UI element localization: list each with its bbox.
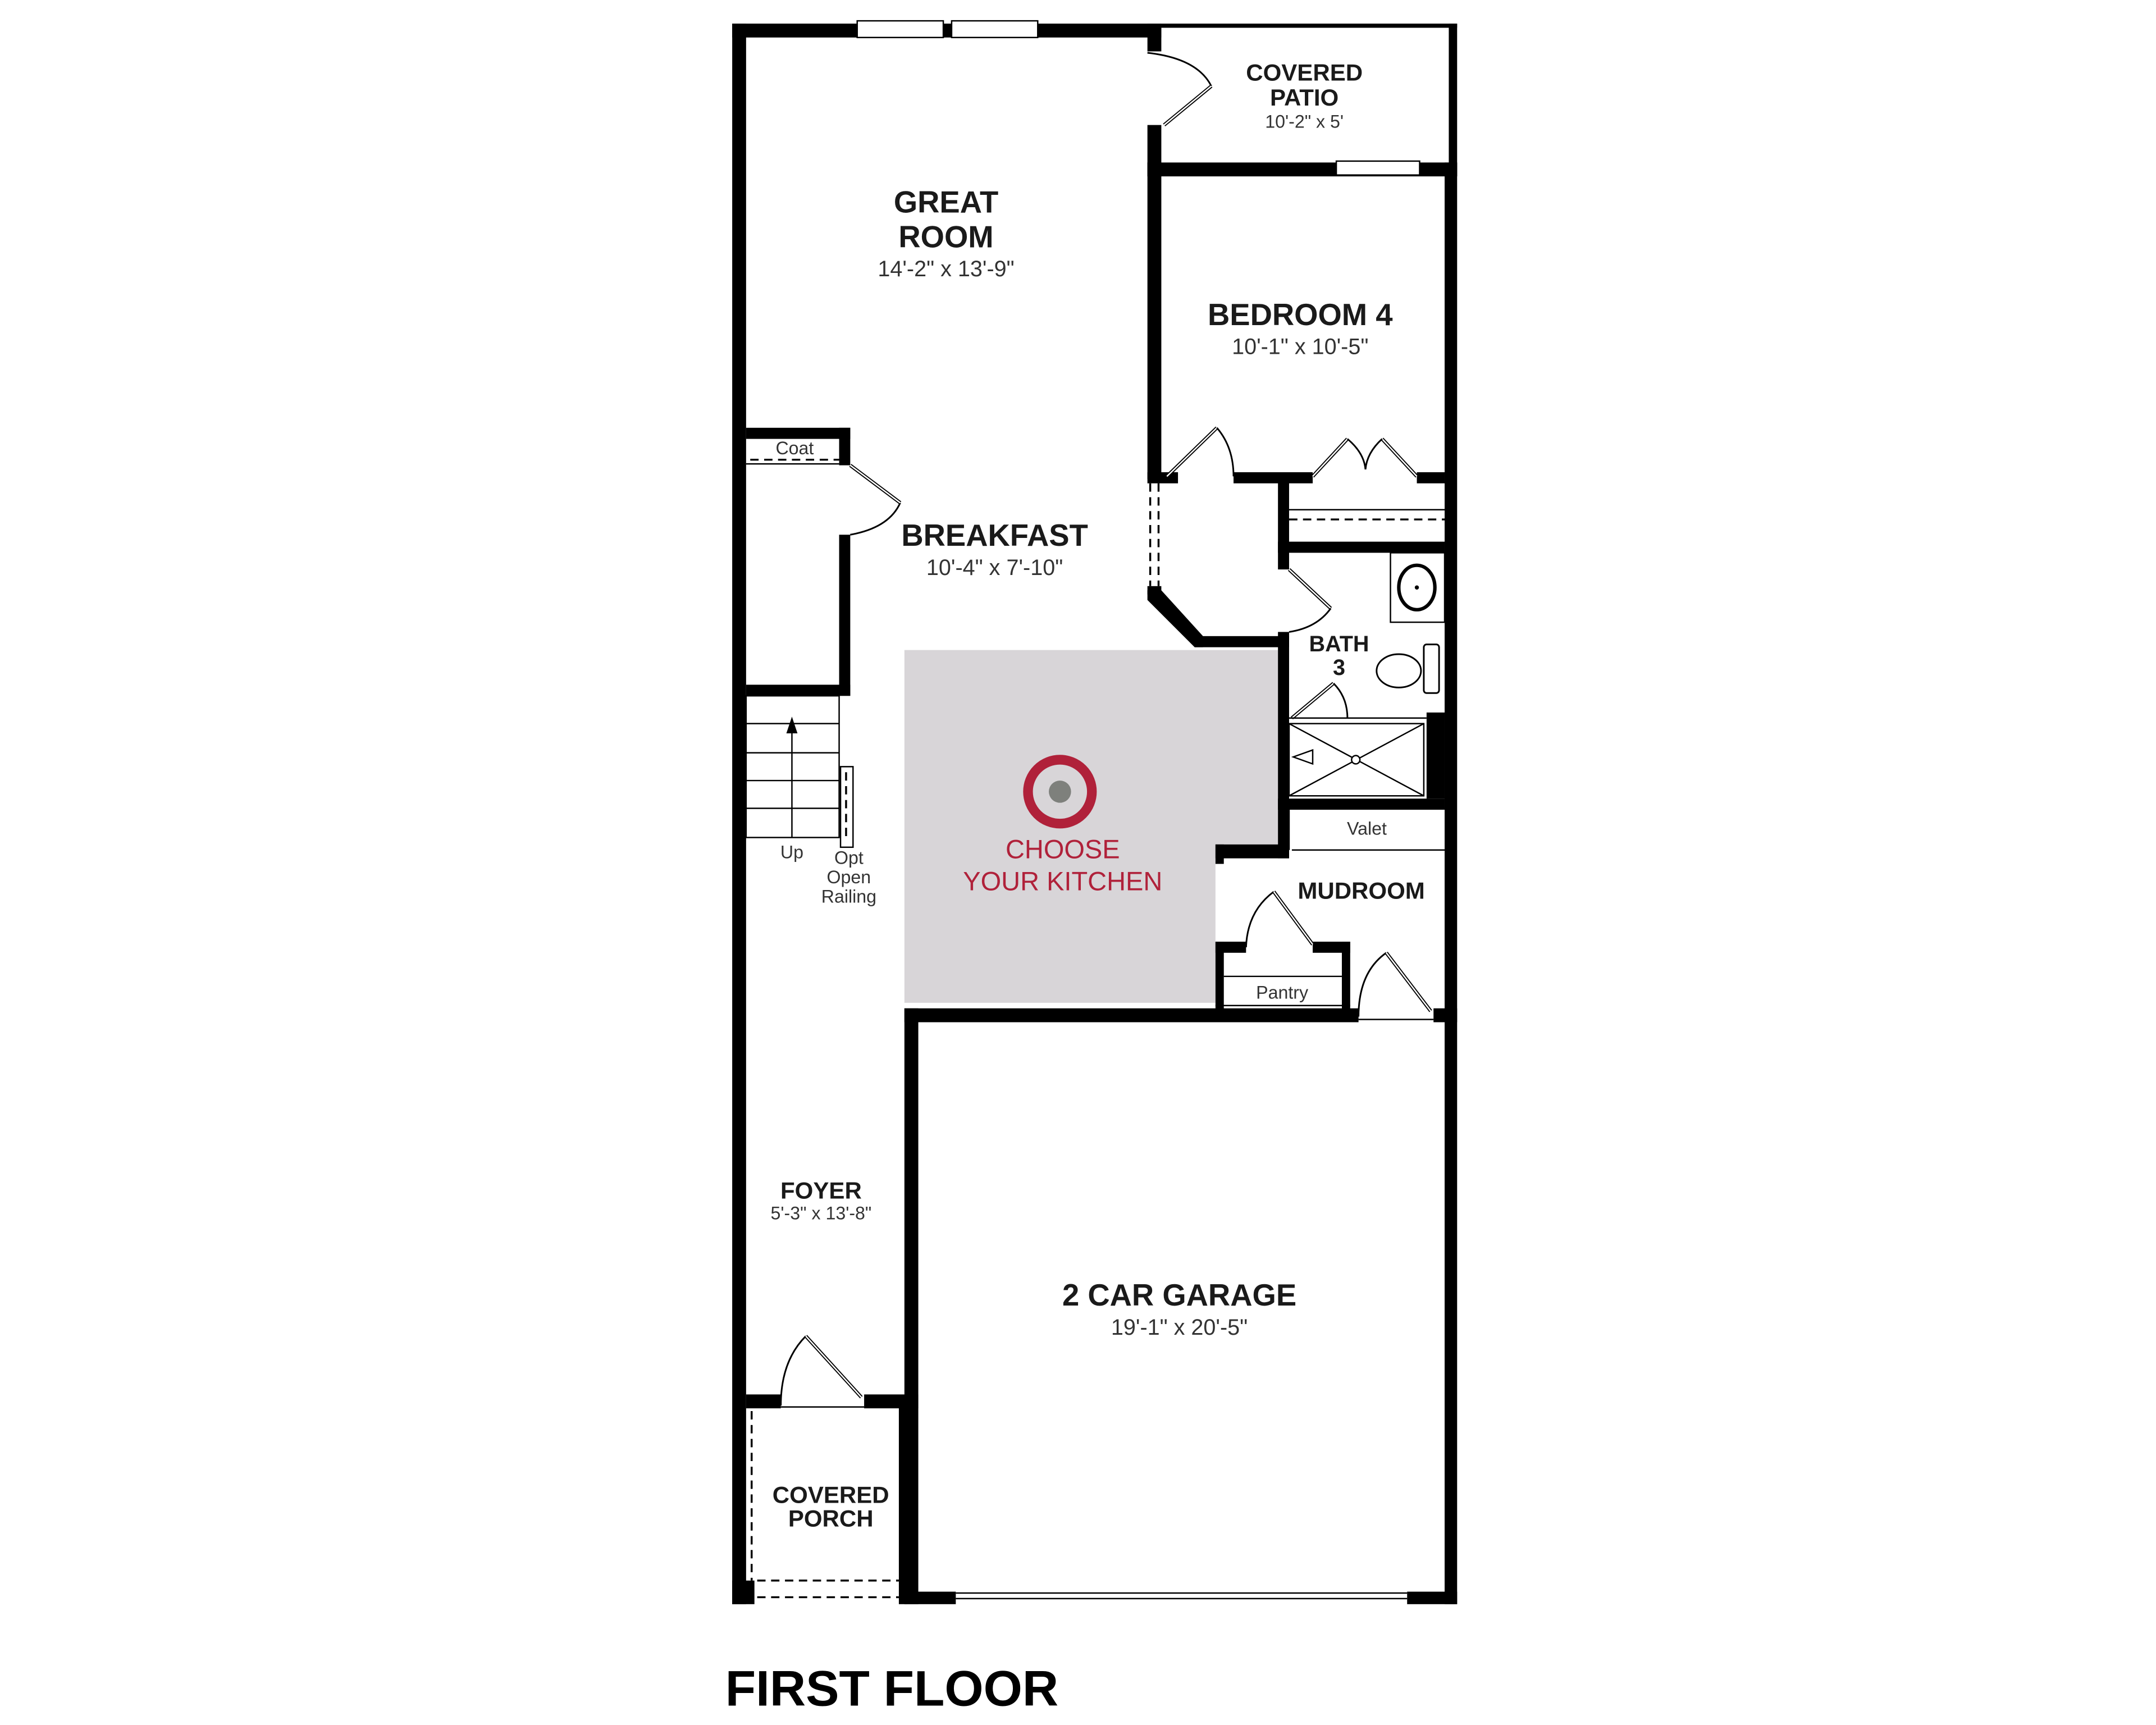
pantry-label: Pantry — [1256, 982, 1308, 1002]
doors — [780, 52, 1434, 1408]
room-labels: GREAT ROOM 14'-2" x 13'-9" COVERED PATIO… — [771, 59, 1425, 1531]
great-room-dims: 14'-2" x 13'-9" — [878, 257, 1014, 281]
bedroom-4-name: BEDROOM 4 — [1208, 298, 1393, 332]
bedroom-4-dims: 10'-1" x 10'-5" — [1232, 335, 1368, 359]
bath-3-name: BATH — [1309, 632, 1369, 656]
valet-label: Valet — [1347, 819, 1387, 839]
target-icon[interactable] — [1023, 755, 1097, 829]
walls — [732, 24, 1458, 1604]
kitchen-fill — [904, 650, 1278, 1003]
stairs[interactable] — [745, 695, 854, 848]
opt-label: Opt — [834, 847, 864, 868]
foyer-name: FOYER — [780, 1178, 862, 1204]
bath-3-number: 3 — [1333, 655, 1345, 680]
breakfast-name: BREAKFAST — [901, 518, 1088, 553]
covered-porch-name-2: PORCH — [788, 1505, 874, 1531]
great-room-name-2: ROOM — [898, 220, 993, 254]
garage-dims: 19'-1" x 20'-5" — [1111, 1315, 1248, 1340]
breakfast-dims: 10'-4" x 7'-10" — [926, 555, 1063, 580]
choose-kitchen-line1: CHOOSE — [1006, 834, 1120, 864]
coat-label: Coat — [775, 438, 814, 458]
foyer-dims: 5'-3" x 13'-8" — [771, 1203, 872, 1224]
sink-icon — [1397, 563, 1437, 611]
dashed-lines — [746, 458, 1445, 1599]
covered-patio-name-2: PATIO — [1270, 84, 1339, 111]
great-room-name: GREAT — [894, 185, 998, 219]
windows — [856, 20, 1420, 176]
covered-porch-name: COVERED — [773, 1481, 889, 1508]
choose-kitchen-line2: YOUR KITCHEN — [963, 866, 1162, 896]
covered-patio-name: COVERED — [1246, 59, 1363, 85]
garage-door — [956, 1592, 1408, 1600]
open-label: Open — [827, 867, 871, 887]
up-label: Up — [780, 842, 803, 862]
railing-label: Railing — [821, 887, 876, 907]
covered-patio-dims: 10'-2" x 5' — [1265, 112, 1344, 132]
toilet-icon — [1376, 653, 1422, 688]
bath-fixtures — [1288, 552, 1446, 797]
shower-icon — [1288, 723, 1425, 797]
mudroom-name: MUDROOM — [1298, 877, 1424, 903]
kitchen-area[interactable] — [904, 650, 1278, 1003]
built-ins — [1215, 810, 1445, 1006]
floor-title: FIRST FLOOR — [725, 1660, 1058, 1716]
garage-name: 2 CAR GARAGE — [1062, 1278, 1296, 1312]
